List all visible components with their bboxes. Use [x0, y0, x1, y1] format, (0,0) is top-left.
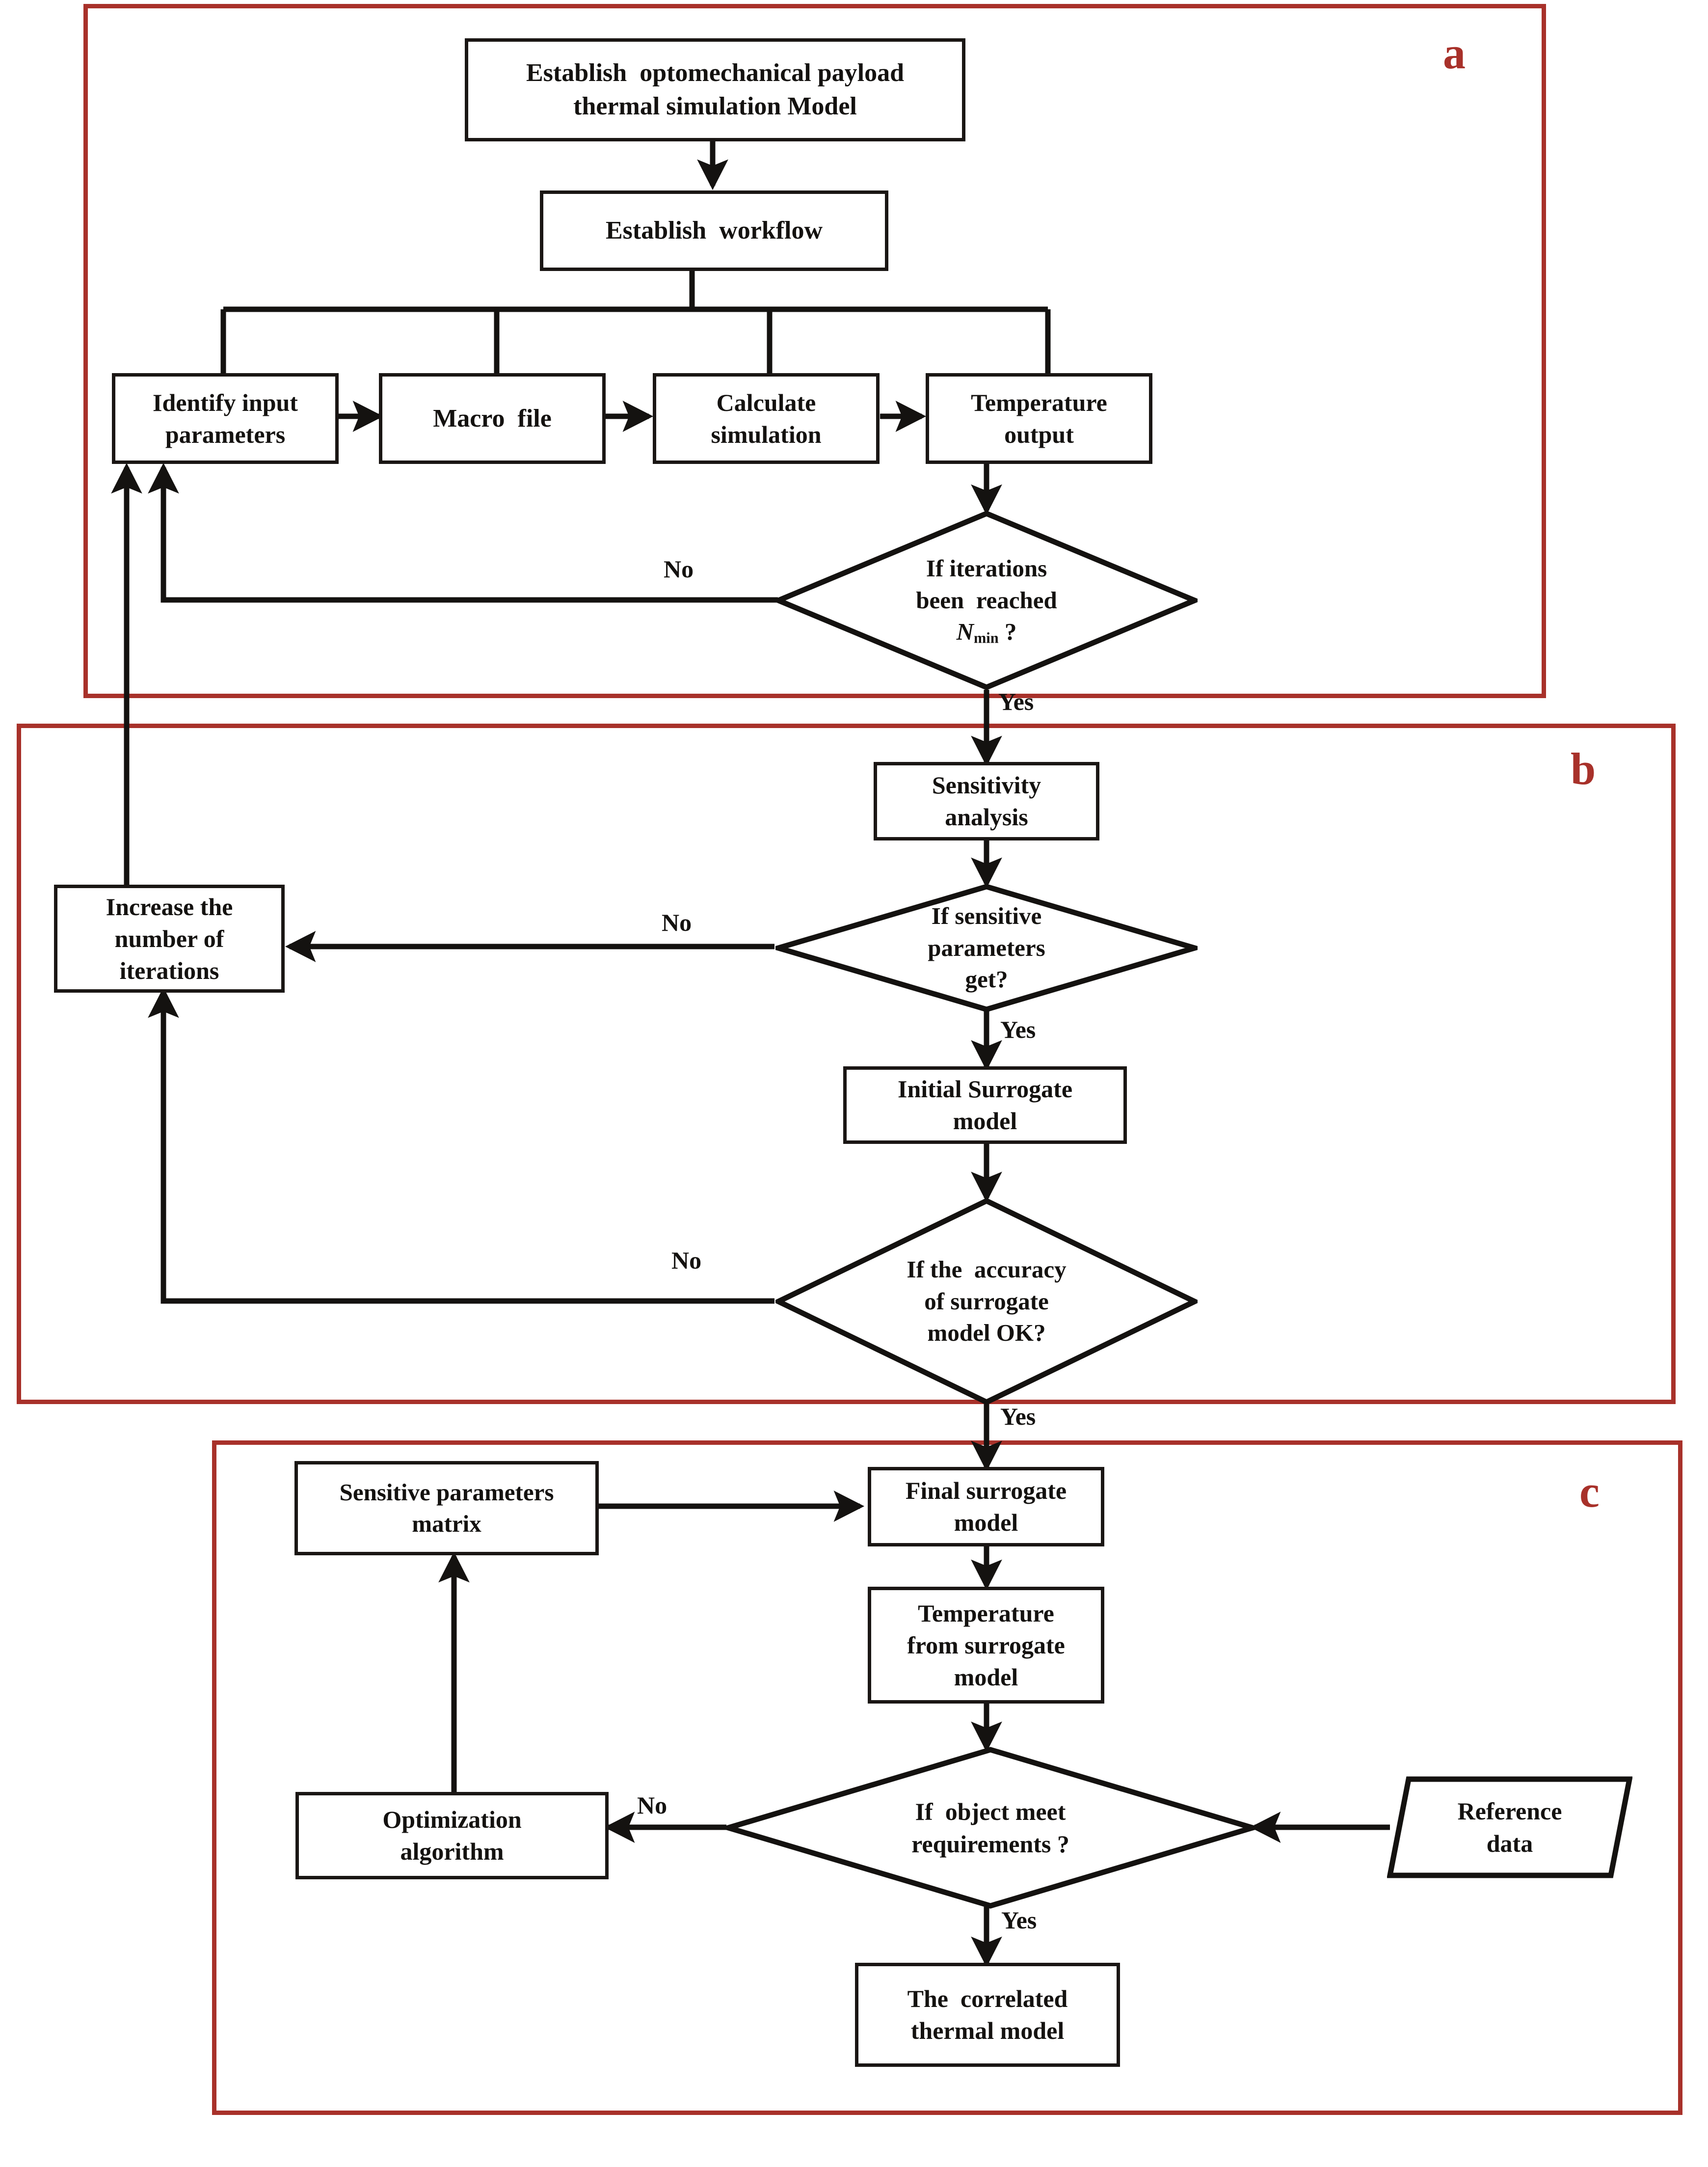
- panel-b: [17, 724, 1676, 1404]
- panel-label-a: a: [1443, 28, 1466, 78]
- edge-label-sensitive-yes: Yes: [1000, 1016, 1036, 1043]
- edge-label-object-no: No: [637, 1791, 667, 1819]
- edge-label-iterations-yes: Yes: [998, 688, 1034, 715]
- edge-label-iterations-no: No: [664, 555, 694, 583]
- diamond-shape-if-accuracy: [775, 1198, 1198, 1405]
- diamond-shape-if-sensitive: [775, 884, 1198, 1012]
- panel-label-c: c: [1579, 1466, 1600, 1517]
- edge-label-accuracy-yes: Yes: [1000, 1403, 1036, 1430]
- edge-label-object-yes: Yes: [1001, 1906, 1037, 1934]
- node-macro-file[interactable]: Macro file: [379, 373, 606, 464]
- node-macro-file-label: Macro file: [433, 404, 552, 433]
- edge-label-accuracy-no: No: [671, 1246, 702, 1274]
- parallelogram-shape-reference-data: [1387, 1776, 1632, 1878]
- node-establish-workflow-label: Establish workflow: [605, 217, 823, 245]
- panel-c: [212, 1440, 1682, 2115]
- diamond-shape-if-object-meet: [725, 1747, 1255, 1909]
- diamond-shape-if-iterations: [775, 511, 1198, 690]
- panel-label-b: b: [1571, 744, 1596, 794]
- node-establish-workflow[interactable]: Establish workflow: [540, 190, 888, 271]
- edge-label-sensitive-no: No: [662, 909, 692, 936]
- panel-a: [83, 4, 1546, 698]
